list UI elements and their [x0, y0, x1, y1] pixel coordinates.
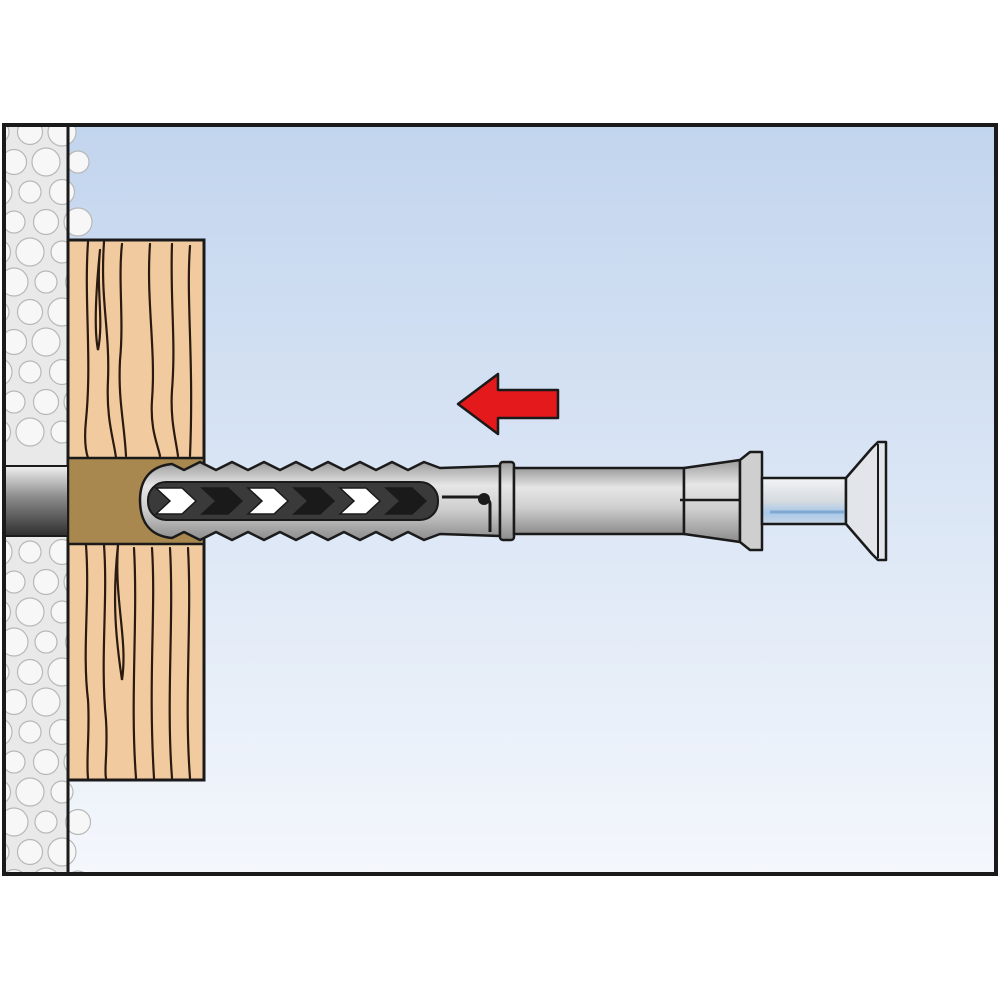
- countersunk-screw: [760, 440, 888, 562]
- screw-shank: [760, 476, 848, 526]
- screw-head: [844, 440, 888, 562]
- wood-grain: [84, 240, 193, 780]
- illustration-frame: [2, 123, 998, 876]
- plug-sleeve: [138, 450, 764, 552]
- wall-bore-rod: [4, 465, 69, 537]
- insert-arrow-icon: [456, 372, 560, 436]
- expansion-chevrons: [154, 487, 428, 515]
- masonry-pattern: [4, 125, 93, 874]
